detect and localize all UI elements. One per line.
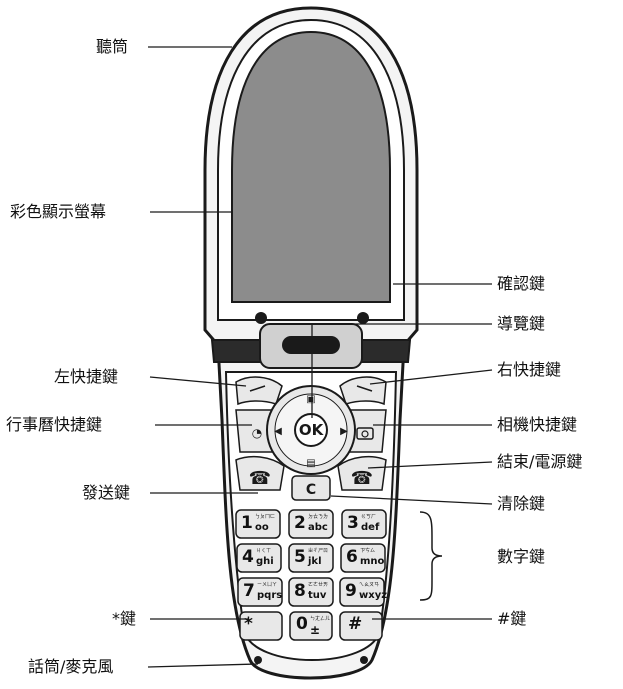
key-8 [288, 577, 334, 607]
ok-key-label: OK [299, 421, 325, 439]
key-hash [339, 611, 383, 641]
key-5 [288, 543, 334, 573]
label-mic: 話筒/麥克風 [28, 657, 114, 676]
svg-text:◔: ◔ [252, 426, 262, 440]
label-send-key: 發送鍵 [82, 483, 131, 502]
clear-key [291, 475, 331, 501]
label-hash-key: #鍵 [497, 609, 527, 628]
send-key [235, 455, 285, 491]
key-7 [237, 577, 283, 607]
svg-text:☎: ☎ [249, 468, 271, 489]
key-letters: jkl [308, 556, 322, 567]
label-end-power-key: 結束/電源鍵 [497, 452, 583, 471]
key-digit: 8 [294, 581, 306, 601]
key-digit: 9 [345, 581, 357, 601]
label-ok-key: 確認鍵 [497, 274, 546, 293]
svg-text:☎: ☎ [351, 468, 373, 489]
svg-text:▤: ▤ [306, 458, 315, 469]
number-keys-grid [235, 509, 387, 641]
key-zhuyin: ㄛㄜㄝㄞ [308, 582, 329, 588]
label-nav-key: 導覽鍵 [497, 314, 546, 333]
key-2 [288, 509, 334, 539]
hinge-dot-right [357, 312, 369, 324]
key-1 [235, 509, 281, 539]
left-soft-key [235, 376, 283, 406]
label-camera-key: 相機快捷鍵 [497, 415, 578, 434]
label-left-soft-key: 左快捷鍵 [54, 367, 119, 386]
end-power-key [337, 455, 387, 491]
label-scheduler-key: 行事曆快捷鍵 [6, 415, 103, 434]
key-digit: 5 [294, 547, 306, 567]
svg-text:▶: ▶ [340, 426, 348, 437]
key-letters: mno [360, 556, 385, 567]
key-letters: oo [255, 522, 269, 533]
key-star-label: * [244, 614, 253, 634]
key-0-zhuyin: ㄣㄤㄥㄦ [310, 616, 331, 622]
key-zhuyin: ㄍㄎㄏ [361, 514, 377, 520]
key-4 [236, 543, 282, 573]
svg-text:▣: ▣ [306, 394, 315, 405]
key-letters: wxyz [359, 590, 388, 601]
key-digit: 6 [346, 547, 358, 567]
key-digit: 2 [294, 513, 306, 533]
key-zhuyin: ㄟㄠㄡㄢ [359, 582, 380, 588]
key-letters: tuv [308, 590, 327, 601]
leader-lines [147, 46, 493, 668]
label-star-key: *鍵 [112, 609, 137, 628]
key-letters: ghi [256, 556, 274, 567]
key-zhuyin: ㄉㄊㄋㄌ [308, 514, 329, 520]
key-digit: 7 [243, 581, 255, 601]
key-digit: 3 [347, 513, 359, 533]
color-display [231, 30, 391, 303]
label-color-display: 彩色顯示螢幕 [10, 202, 107, 221]
key-0-symbol: ± [310, 623, 321, 637]
label-earpiece: 聽筒 [96, 37, 129, 56]
key-zhuyin: ㄧㄨㄩㄚ [257, 582, 278, 588]
key-6 [340, 543, 386, 573]
label-right-soft-key: 右快捷鍵 [497, 360, 562, 379]
hinge-dot-left [255, 312, 267, 324]
key-3 [341, 509, 387, 539]
key-letters: pqrs [257, 590, 283, 601]
key-zhuyin: ㄅㄆㄇㄈ [255, 514, 276, 520]
label-number-keys: 數字鍵 [497, 547, 546, 566]
key-letters: def [361, 522, 380, 533]
key-zhuyin: ㄐㄑㄒ [256, 548, 272, 554]
mic-hole-right [360, 656, 368, 664]
key-digit: 4 [242, 547, 254, 567]
key-star [239, 611, 283, 641]
key-9 [339, 577, 385, 607]
clear-key-label: C [306, 482, 316, 498]
key-digit: 1 [241, 513, 253, 533]
key-zhuyin: ㄓㄔㄕㄖ [308, 548, 329, 554]
mic-hole-left [254, 656, 262, 664]
label-clear-key: 清除鍵 [497, 494, 546, 513]
key-0-label: 0 [296, 614, 308, 634]
ok-key [294, 413, 328, 447]
svg-text:◀: ◀ [274, 426, 282, 437]
right-soft-key [339, 376, 387, 406]
key-zhuyin: ㄗㄘㄙ [360, 548, 376, 554]
number-keys-brace [419, 511, 443, 601]
key-0 [289, 611, 333, 641]
key-hash-label: # [348, 614, 363, 634]
hinge-slot [282, 336, 340, 354]
key-letters: abc [308, 522, 328, 533]
